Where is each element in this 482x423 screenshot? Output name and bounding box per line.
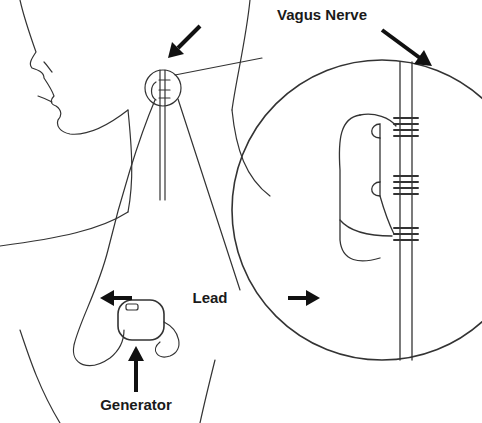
- part-label: Generator: [98, 396, 174, 413]
- part-label: Lead: [190, 289, 229, 306]
- part-label: Vagus Nerve: [275, 6, 369, 23]
